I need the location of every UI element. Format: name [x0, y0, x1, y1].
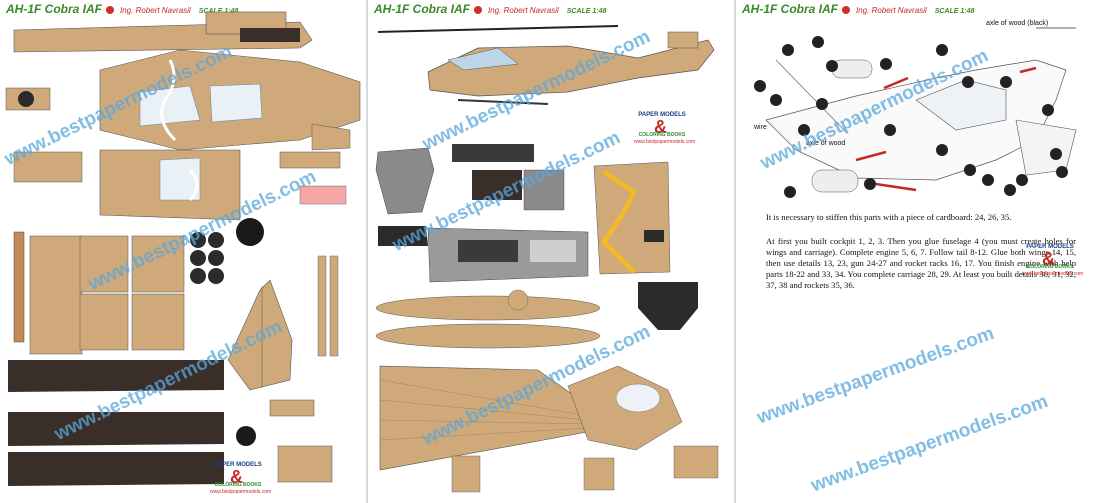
author-name: Ing. Robert Navrasil	[856, 6, 927, 15]
label-axle-black: axle of wood (black)	[986, 20, 1049, 27]
logo-ampersand: &	[1042, 249, 1055, 269]
sheet-title: AH-1F Cobra IAF	[6, 2, 102, 16]
logo-line-2: COLORING BOOKS	[214, 482, 262, 488]
logo-url: www.bestpapermodels.com	[210, 489, 272, 495]
logo-line-2: COLORING BOOKS	[638, 132, 686, 138]
scale-label: SCALE 1:48	[566, 8, 607, 15]
sheet-2-parts	[375, 25, 719, 493]
sheet-divider	[366, 0, 368, 503]
scale-label: SCALE 1:48	[934, 8, 975, 15]
label-axle: axle of wood	[806, 140, 846, 147]
sheet-2-header: AH-1F Cobra IAF Ing. Robert Navrasil SCALE…	[374, 2, 606, 16]
sheet-1-header: AH-1F Cobra IAF Ing. Robert Navrasil SCALE…	[6, 2, 238, 16]
author-name: Ing. Robert Navrasil	[120, 6, 191, 15]
brand-logo: PAPER MODELS & COLORING BOOKS www.bestpa…	[210, 458, 272, 496]
logo-line-1: PAPER MODELS	[1026, 244, 1074, 250]
logo-url: www.bestpapermodels.com	[1022, 271, 1084, 277]
sheet-title: AH-1F Cobra IAF	[742, 2, 838, 16]
author-name: Ing. Robert Navrasil	[488, 6, 559, 15]
logo-url: www.bestpapermodels.com	[634, 139, 696, 145]
brand-logo: PAPER MODELS & COLORING BOOKS www.bestpa…	[634, 108, 696, 146]
assembly-instructions: At first you built cockpit 1, 2, 3. Then…	[766, 236, 1076, 290]
logo-line-1: PAPER MODELS	[638, 112, 686, 118]
brand-logo: PAPER MODELS & COLORING BOOKS www.bestpa…	[1022, 240, 1084, 278]
sheet-3: AH-1F Cobra IAF Ing. Robert Navrasil SCALE…	[736, 0, 1100, 503]
assembly-diagram	[754, 27, 1077, 198]
logo-ampersand: &	[230, 467, 243, 487]
sheet-1: AH-1F Cobra IAF Ing. Robert Navrasil SCALE…	[0, 0, 366, 503]
author-icon	[106, 5, 114, 14]
stiffening-note: It is necessary to stiffen this parts wi…	[766, 212, 1012, 222]
sheet-title: AH-1F Cobra IAF	[374, 2, 470, 16]
author-icon	[474, 5, 482, 14]
logo-ampersand: &	[654, 117, 667, 137]
scale-label: SCALE 1:48	[198, 8, 239, 15]
logo-line-2: COLORING BOOKS	[1026, 264, 1074, 270]
author-icon	[842, 5, 850, 14]
logo-line-1: PAPER MODELS	[214, 462, 262, 468]
sheet-2: AH-1F Cobra IAF Ing. Robert Navrasil SCALE…	[368, 0, 734, 503]
sheet-divider	[734, 0, 736, 503]
sheet-3-header: AH-1F Cobra IAF Ing. Robert Navrasil SCALE…	[742, 2, 974, 16]
label-wire: wire	[754, 124, 767, 131]
sheet-1-parts	[5, 11, 361, 486]
